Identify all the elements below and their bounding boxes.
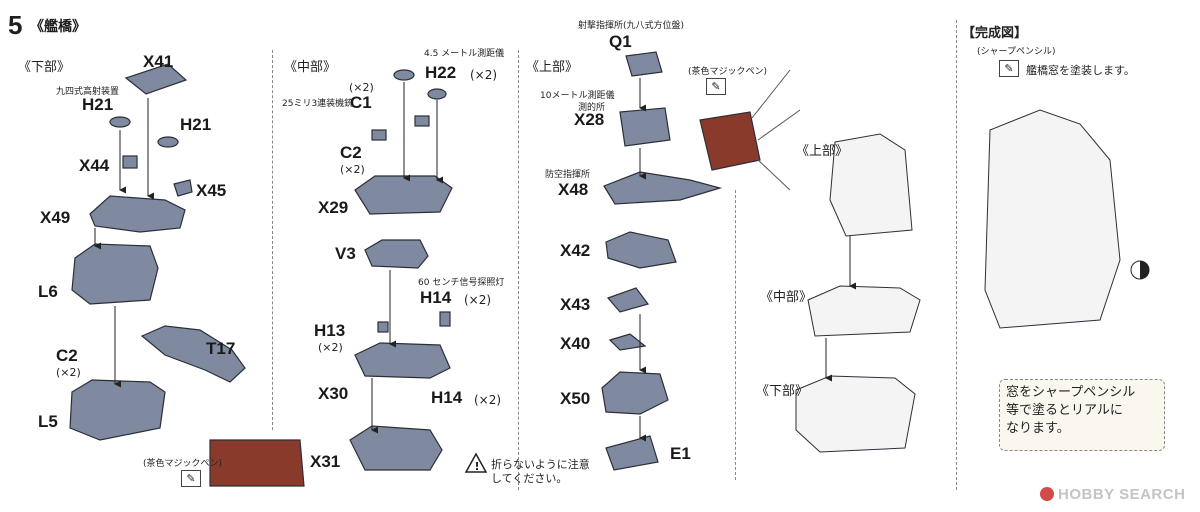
part-c1-qty: (×2) xyxy=(349,81,374,94)
tip-note: 窓をシャープペンシル 等で塗るとリアルに なります。 xyxy=(999,379,1165,451)
rangefinder10-caption: 10メートル測距儀 xyxy=(540,91,615,101)
aa-command-caption: 防空指揮所 xyxy=(545,170,591,180)
part-x45-label: X45 xyxy=(196,181,227,200)
warning-text-line2: してください。 xyxy=(491,472,568,485)
part-x49-label: X49 xyxy=(40,208,71,227)
part-x41-label: X41 xyxy=(143,52,174,71)
step-number: 5 xyxy=(8,10,23,40)
part-x42-label: X42 xyxy=(560,241,591,260)
paint-instruction: 艦橋窓を塗装します。 xyxy=(1026,64,1135,77)
searchlight-caption: 60 センチ信号探照灯 xyxy=(418,278,505,288)
part-h14-qty-2: (×2) xyxy=(474,393,502,407)
pen-icon: ✎ xyxy=(181,470,201,487)
step-title: 《艦橋》 xyxy=(30,19,86,35)
part-h14-qty: (×2) xyxy=(464,293,492,307)
part-c2-middle-qty: (×2) xyxy=(340,163,365,176)
warning-text-line1: 折らないように注意 xyxy=(491,458,590,471)
part-x43-label: X43 xyxy=(560,295,591,314)
part-x50-label: X50 xyxy=(560,389,591,408)
tip-note-line3: なります。 xyxy=(1006,421,1070,436)
director-caption: 射撃指揮所(九八式方位盤) xyxy=(578,21,685,31)
part-h22-qty: (×2) xyxy=(470,68,498,82)
pencil-caption: (シャープペンシル) xyxy=(977,47,1056,57)
tip-note-line2: 等で塗るとリアルに xyxy=(1006,403,1123,418)
part-x48-label: X48 xyxy=(558,180,589,199)
part-x31-label: X31 xyxy=(310,452,341,471)
part-h21-label: H21 xyxy=(82,95,114,114)
part-c1-label: C1 xyxy=(350,93,372,112)
part-q1-label: Q1 xyxy=(609,32,632,51)
part-c2-middle-label: C2 xyxy=(340,143,362,162)
watermark: HOBBY SEARCH xyxy=(1058,486,1186,503)
pen-icon-upper: ✎ xyxy=(706,78,726,95)
part-l6-label: L6 xyxy=(38,282,58,301)
complete-lower-label: 《下部》 xyxy=(756,384,809,399)
rangefinder-caption: 4.5 メートル測距儀 xyxy=(424,49,505,59)
part-h13-qty: (×2) xyxy=(318,341,343,354)
divider-2 xyxy=(518,50,519,490)
svg-text:!: ! xyxy=(475,460,480,473)
part-e1-label: E1 xyxy=(670,444,691,463)
part-h22-label: H22 xyxy=(425,63,457,82)
tip-note-line1: 窓をシャープペンシル xyxy=(1006,385,1136,400)
part-x28-label: X28 xyxy=(574,110,605,129)
part-t17-label: T17 xyxy=(206,339,236,358)
part-c2-qty: (×2) xyxy=(56,366,81,379)
part-h21-label-2: H21 xyxy=(180,115,212,134)
watermark-logo-icon xyxy=(1040,487,1054,501)
part-x29-label: X29 xyxy=(318,198,349,217)
brown-pen-caption-upper: (茶色マジックペン) xyxy=(688,67,768,77)
pencil-icon: ✎ xyxy=(999,60,1019,77)
complete-upper-label: 《上部》 xyxy=(796,144,849,159)
rangefinder10-caption-b: 測的所 xyxy=(578,103,606,113)
mg25-caption: 25ミリ3連装機銃 xyxy=(282,99,354,109)
divider-3 xyxy=(735,190,736,480)
divider-1 xyxy=(272,50,273,430)
aa-device-caption: 九四式高射装置 xyxy=(56,87,120,97)
part-h14-label-2: H14 xyxy=(431,388,463,407)
part-x44-label: X44 xyxy=(79,156,110,175)
part-x30-label: X30 xyxy=(318,384,349,403)
section-upper-title: 《上部》 xyxy=(526,60,579,75)
section-complete-title: 【完成図】 xyxy=(962,26,1028,41)
brown-pen-caption: (茶色マジックペン) xyxy=(143,459,223,469)
part-h14-label: H14 xyxy=(420,288,452,307)
part-x40-label: X40 xyxy=(560,334,591,353)
section-middle-title: 《中部》 xyxy=(284,60,337,75)
part-c2-label: C2 xyxy=(56,346,78,365)
part-l5-label: L5 xyxy=(38,412,58,431)
complete-middle-label: 《中部》 xyxy=(760,290,813,305)
part-v3-label: V3 xyxy=(335,244,356,263)
part-h13-label: H13 xyxy=(314,321,346,340)
section-lower-title: 《下部》 xyxy=(18,60,71,75)
divider-4 xyxy=(956,20,957,490)
